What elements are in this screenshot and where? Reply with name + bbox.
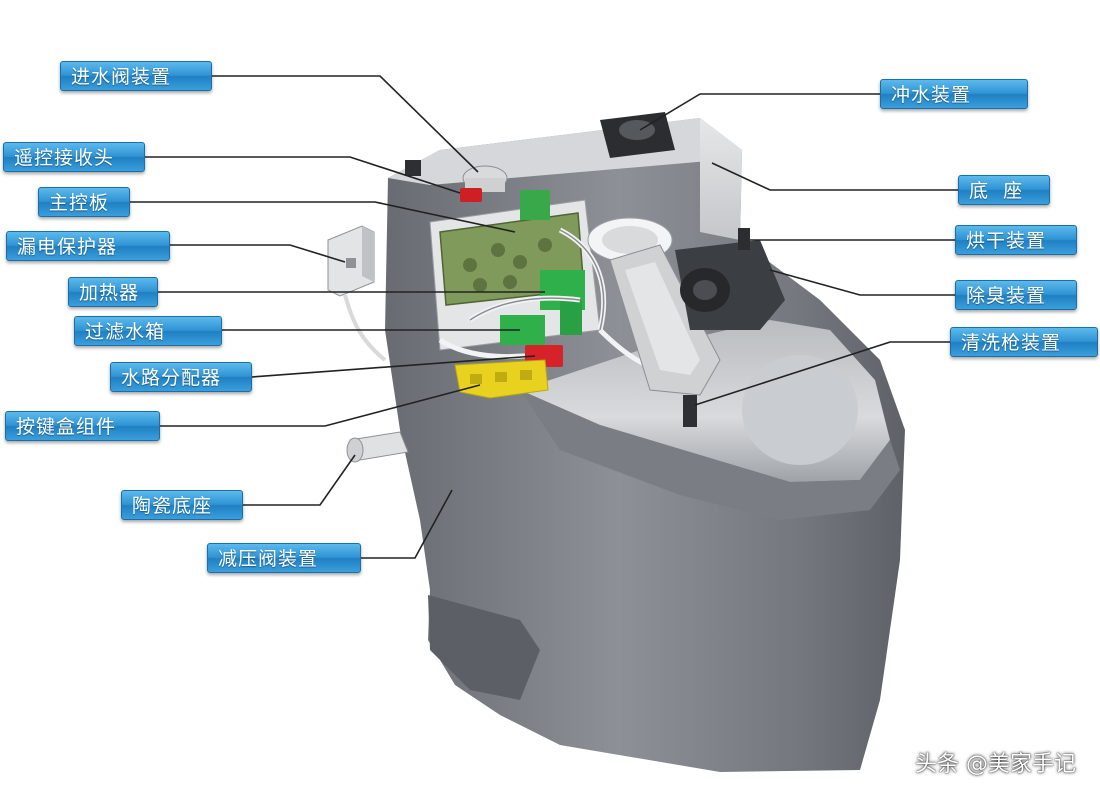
leader-water-distributor <box>251 355 536 378</box>
label-pressure-valve: 减压阀装置 <box>207 543 361 573</box>
label-ceramic-base: 陶瓷底座 <box>121 490 243 520</box>
label-base-seat: 底 座 <box>958 175 1050 205</box>
label-main-board: 主控板 <box>38 187 130 217</box>
label-inlet-valve: 进水阀装置 <box>60 61 212 91</box>
leader-remote-receiver <box>145 156 461 194</box>
label-heater: 加热器 <box>68 277 158 307</box>
label-leakage-protector: 漏电保护器 <box>6 231 170 261</box>
label-flush-device: 冲水装置 <box>880 79 1028 109</box>
leader-deodorizer <box>769 269 955 296</box>
leader-lines <box>130 75 958 559</box>
label-wash-nozzle: 清洗枪装置 <box>950 327 1098 357</box>
pipes-shadow <box>469 229 605 331</box>
wash-nozzle <box>683 395 697 427</box>
label-remote-receiver: 遥控接收头 <box>3 142 145 172</box>
label-deodorizer: 除臭装置 <box>955 280 1077 310</box>
dryer-unit <box>675 228 785 330</box>
leader-flush-device <box>639 93 880 131</box>
leader-leakage-protector <box>170 244 346 263</box>
leader-wash-nozzle <box>694 341 950 406</box>
leader-main-board <box>130 201 516 233</box>
cutaway-interior <box>429 190 661 399</box>
leader-ceramic-base <box>243 454 356 506</box>
leader-base-seat <box>711 162 958 191</box>
label-filter-tank: 过滤水箱 <box>74 316 222 346</box>
label-dryer: 烘干装置 <box>955 225 1077 255</box>
leader-inlet-valve <box>211 75 479 173</box>
green-components <box>500 190 585 345</box>
leader-pressure-valve <box>361 489 453 559</box>
label-water-distributor: 水路分配器 <box>110 362 252 392</box>
watermark: 头条 @美家手记 <box>915 752 1076 777</box>
leader-button-box <box>160 384 481 427</box>
label-button-box: 按键盒组件 <box>5 411 160 441</box>
leakage-protector-box <box>327 225 387 362</box>
pressure-valve-hose <box>346 431 409 463</box>
seat-arm <box>609 244 721 396</box>
